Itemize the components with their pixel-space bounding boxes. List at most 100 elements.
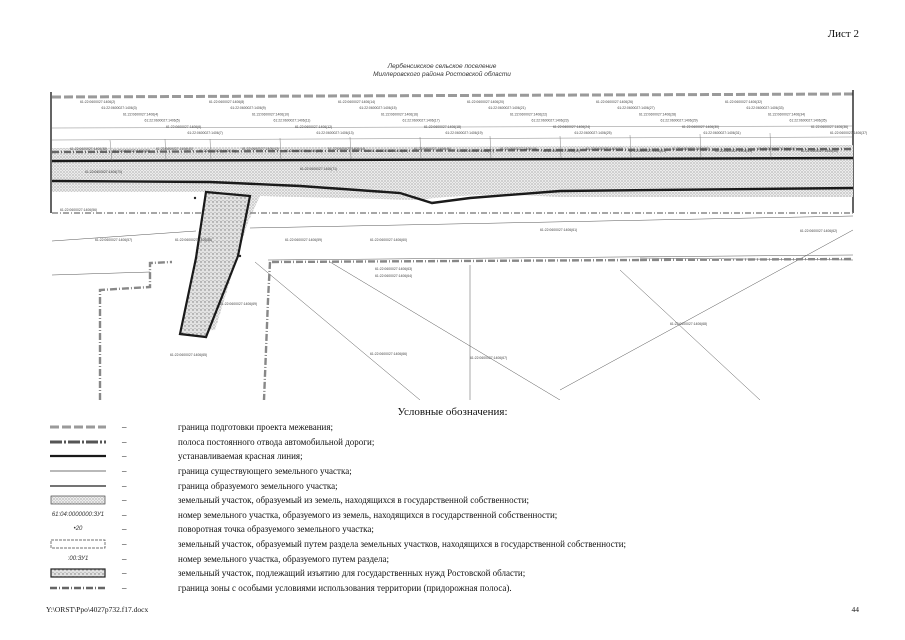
parcel-number-label: 61:22:0600027:1406(34): [768, 112, 805, 116]
parcel-number-label: 61:22:0600027:1406(7): [188, 131, 223, 135]
legend-desc: граница существующего земельного участка…: [178, 466, 352, 477]
parcel-number-label: 61:22:0600027:1406(49): [543, 149, 580, 153]
parcel-number-label: 61:22:0600027:1406(16): [381, 112, 418, 116]
parcel-number-label: 61:22:0600027:1406(32): [725, 100, 762, 104]
legend-desc: устанавливаемая красная линия;: [178, 451, 303, 462]
legend-desc: полоса постоянного отвода автомобильной …: [178, 436, 375, 447]
road-strip-area: [52, 145, 853, 332]
parcel-number-label: 61:22:0600027:1406(36): [811, 125, 848, 129]
legend-item-seized-parcel: – земельный участок, подлежащий изъятию …: [48, 566, 828, 581]
parcel-number-label: 61:22:0600027:1406(42): [242, 147, 279, 151]
legend-dash: –: [122, 509, 127, 520]
parcel-number-label: 61:22:0600027:1406(48): [500, 147, 537, 151]
legend-dash: –: [122, 553, 127, 564]
parcel-number-label: 61:22:0600027:1406(59): [285, 238, 322, 242]
red-line-south: [51, 179, 854, 205]
parcel-number-label: 61:22:0600027:1406(54): [758, 147, 795, 151]
legend-desc: номер земельного участка, образуемого из…: [178, 509, 558, 520]
parcel-number-label: 61:22:0600027:1406(33): [747, 106, 784, 110]
roadside-zone-side: [98, 257, 854, 400]
parcel-number-label: 61:22:0600027:1406(12): [295, 125, 332, 129]
parcel-number-label: 61:22:0600027:1406(39): [113, 149, 150, 153]
parcel-number-label: 61:22:0600027:1406(13): [317, 131, 354, 135]
division-parcel-number-symbol: :00:ЗУ1: [67, 555, 89, 562]
parcel-number-label: 61:22:0600027:1406(29): [661, 119, 698, 123]
parcel-number-label: 61:22:0600027:1406(38): [70, 147, 107, 151]
page-number: 44: [851, 605, 860, 614]
state-land-parcel-symbol: [48, 494, 108, 506]
parcel-number-label: 61:22:0600027:1406(5): [145, 119, 180, 123]
legend-desc: номер земельного участка, образуемого пу…: [178, 553, 389, 564]
parcel-number-label: 61:22:0600027:1406(4): [123, 112, 158, 116]
parcel-number-label: 61:22:0600027:1406(19): [446, 131, 483, 135]
existing-parcel-symbol: [48, 465, 108, 477]
road-strip-symbol: [48, 436, 108, 448]
parcel-number-label: 61:22:0600027:1406(56): [60, 208, 97, 212]
footer-file-path: Y:\ORST\Ppo\4027p732.f17.docx: [46, 605, 149, 614]
roadside-zone-top: [51, 147, 854, 154]
parcel-number-label: 61:22:0600027:1406(21): [489, 106, 526, 110]
legend-item-division-parcel: – земельный участок, образуемый путем ра…: [48, 537, 828, 552]
parcel-number-label: 61:22:0600027:1406(55): [801, 149, 838, 153]
legend-desc: граница образуемого земельного участка;: [178, 480, 338, 491]
parcel-number-label: 61:22:0600027:1406(52): [672, 147, 709, 151]
north-parcel-dividers: [51, 125, 854, 162]
legend-dash: –: [122, 495, 127, 506]
parcel-number-label: 61:22:0600027:1406(27): [618, 106, 655, 110]
parcel-number-label: 61:22:0600027:1406(15): [360, 106, 397, 110]
legend-dash: –: [122, 451, 127, 462]
legend-dash: –: [122, 466, 127, 477]
parcel-number-label: 61:22:0600027:1406(23): [532, 119, 569, 123]
parcel-number-label: 61:22:0600027:1406(6): [166, 125, 201, 129]
parcel-number-label: 61:22:0600027:1406(11): [274, 119, 311, 123]
seized-parcel-symbol: [48, 567, 108, 579]
legend-desc: земельный участок, образуемый из земель,…: [178, 495, 530, 506]
legend-title: Условные обозначения:: [397, 406, 508, 418]
parcel-label-layer: 61:22:0600027:1406(2)61:22:0600027:1406(…: [60, 100, 867, 360]
map-title-line1: Лербенсикское сельское поселение: [387, 63, 497, 70]
parcel-number-label: 61:22:0600027:1406(24): [553, 125, 590, 129]
legend-dash: –: [122, 568, 127, 579]
parcel-number-label: 61:22:0600027:1406(10): [252, 112, 289, 116]
parcel-number-label: 61:22:0600027:1406(57): [95, 238, 132, 242]
parcel-number-label: 61:22:0600027:1406(41): [199, 149, 236, 153]
parcel-number-label: 61:22:0600027:1406(67): [470, 356, 507, 360]
parcel-number-label: 61:22:0600027:1406(8): [209, 100, 244, 104]
parcel-number-label: 61:22:0600027:1406(50): [586, 147, 623, 151]
legend-item-turning-point: •20 – поворотная точка образуемого земел…: [48, 522, 828, 537]
legend-item-formed-parcel: – граница образуемого земельного участка…: [48, 478, 828, 493]
parcel-number-label: 61:22:0600027:1406(69): [220, 302, 257, 306]
legend-item-state-parcel-number: 61:04:0000000:ЗУ1 – номер земельного уча…: [48, 508, 828, 523]
legend-item-red-line: – устанавливаемая красная линия;: [48, 449, 828, 464]
legend-desc: земельный участок, подлежащий изъятию дл…: [178, 568, 526, 579]
legend-desc: граница зоны с особыми условиями использ…: [178, 582, 512, 593]
parcel-number-label: 61:22:0600027:1406(18): [424, 125, 461, 129]
red-line-symbol: [48, 450, 108, 462]
parcel-number-label: 61:22:0600027:1406(70): [85, 170, 122, 174]
legend-dash: –: [122, 480, 127, 491]
legend-dash: –: [122, 422, 127, 433]
parcel-number-label: 61:22:0600027:1406(71): [300, 167, 337, 171]
parcel-number-label: 61:22:0600027:1406(14): [338, 100, 375, 104]
legend-item-road-strip: – полоса постоянного отвода автомобильно…: [48, 435, 828, 450]
parcel-number-label: 61:22:0600027:1406(65): [170, 353, 207, 357]
map-title: Лербенсикское сельское поселение Миллеро…: [332, 63, 552, 79]
turning-points: [180, 184, 434, 339]
parcel-number-label: 61:22:0600027:1406(43): [285, 149, 322, 153]
parcel-number-label: 61:22:0600027:1406(17): [403, 119, 440, 123]
formed-parcel-symbol: [48, 480, 108, 492]
division-parcel-symbol: [48, 538, 108, 550]
legend-desc: поворотная точка образуемого земельного …: [178, 524, 374, 535]
parcel-number-label: 61:22:0600027:1406(35): [790, 119, 827, 123]
legend-item-division-parcel-number: :00:ЗУ1 – номер земельного участка, обра…: [48, 551, 828, 566]
parcel-number-label: 61:22:0600027:1406(25): [575, 131, 612, 135]
parcel-number-label: 61:22:0600027:1406(63): [375, 267, 412, 271]
parcel-number-label: 61:22:0600027:1406(66): [370, 352, 407, 356]
parcel-number-label: 61:22:0600027:1406(28): [639, 112, 676, 116]
legend-dash: –: [122, 524, 127, 535]
parcel-number-label: 61:22:0600027:1406(60): [370, 238, 407, 242]
parcel-number-label: 61:22:0600027:1406(44): [328, 147, 365, 151]
project-boundary-symbol: [48, 421, 108, 433]
parcel-number-label: 61:22:0600027:1406(40): [156, 147, 193, 151]
legend: – граница подготовки проекта межевания; …: [48, 420, 828, 595]
